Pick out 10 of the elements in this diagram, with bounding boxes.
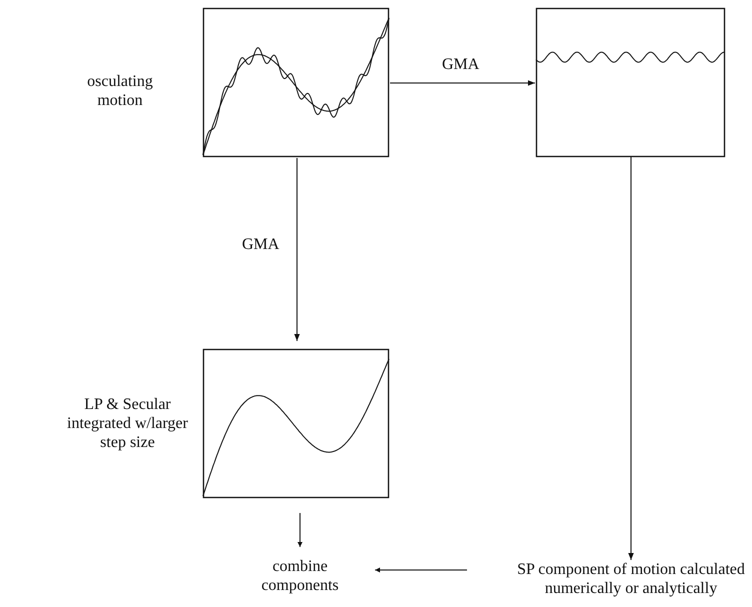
arrow [298,512,302,548]
plot-drawing [536,8,725,157]
arrow [294,158,300,342]
arrow [628,156,634,560]
node-label: LP & Secular integrated w/larger step size [66,395,189,452]
node-label: SP component of motion calculated numerically or analytically [516,560,746,598]
node-label: combine components [260,557,340,595]
arrow [390,80,536,86]
node-label: osculating motion [86,72,154,110]
arrow [374,568,468,572]
